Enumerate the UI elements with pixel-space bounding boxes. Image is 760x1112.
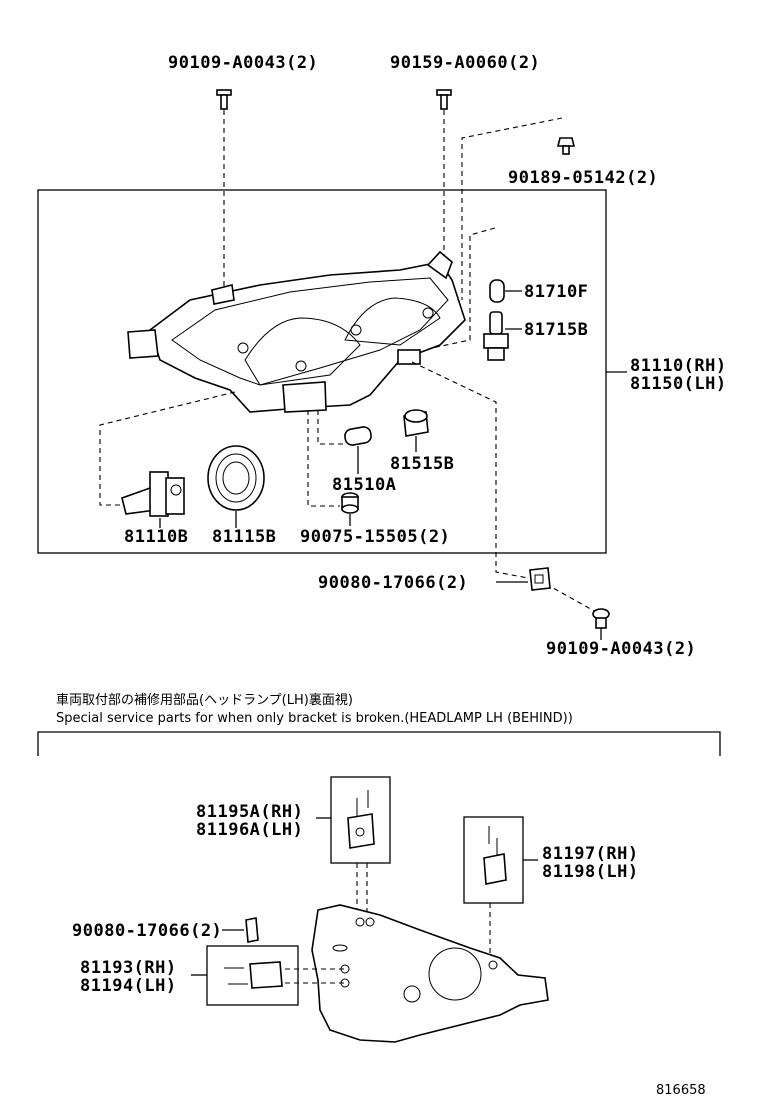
label-bracket-c-rh: 81193(RH) [80,958,177,978]
bolt-top-mid-icon [436,89,452,110]
label-81110b: 81110B [124,527,188,547]
label-screw-top-right: 90189-05142(2) [508,168,658,188]
lower-section-frame [37,731,721,756]
headlamp-back-housing-icon [311,904,549,1043]
label-81115b: 81115B [212,527,276,547]
label-bolt-top-left: 90109-A0043(2) [168,53,318,73]
headlamp-housing-icon [127,250,466,413]
label-grommet-90075: 90075-15505(2) [300,527,450,547]
label-bolt-top-mid: 90159-A0060(2) [390,53,540,73]
bracket-c-icon [224,961,283,989]
bulb-81710f-icon [489,279,505,303]
note-english: Special service parts for when only brac… [56,711,573,726]
socket-81715b-icon [483,311,509,361]
figure-id: 816658 [656,1083,706,1098]
label-bracket-a-rh: 81195A(RH) [196,802,303,822]
label-bracket-a-lh: 81196A(LH) [196,820,303,840]
label-bracket-b-rh: 81197(RH) [542,844,639,864]
label-bolt-bottom-right: 90109-A0043(2) [546,639,696,659]
dash-to-90075 [307,410,340,507]
nut-90080-lower-icon [245,917,259,943]
label-assy-lh: 81150(LH) [630,374,727,394]
label-81715b: 81715B [524,320,588,340]
bracket-a-box [330,776,391,864]
socket-81515b-icon [403,409,429,437]
label-bracket-b-lh: 81198(LH) [542,862,639,882]
dash-to-81510a [317,410,345,445]
bracket-b-icon [483,826,507,885]
dash-to-bolt-bottom [545,583,597,613]
label-assy-rh: 81110(RH) [630,356,727,376]
bolt-top-left-icon [216,89,232,110]
nut-90080-icon [529,567,551,591]
screw-top-right-icon [556,137,576,155]
label-81710f: 81710F [524,282,588,302]
dash-screw-right [461,117,563,300]
label-lower-nut-90080: 90080-17066(2) [72,921,222,941]
bolt-bottom-right-icon [592,608,610,629]
label-81515b: 81515B [390,454,454,474]
dash-to-81110b [99,391,236,506]
cover-81115b-icon [207,445,265,511]
label-81510a: 81510A [332,475,396,495]
label-nut-90080: 90080-17066(2) [318,573,468,593]
bracket-a-icon [347,790,375,849]
label-bracket-c-lh: 81194(LH) [80,976,177,996]
note-japanese: 車両取付部の補修用部品(ヘッドランプ(LH)裏面視) [56,693,353,708]
bulb-81510a-icon [344,426,372,446]
grommet-90075-icon [341,492,359,514]
bulb-81110b-icon [121,471,185,517]
dash-socket-group [431,227,496,349]
dash-to-90080 [411,361,529,579]
